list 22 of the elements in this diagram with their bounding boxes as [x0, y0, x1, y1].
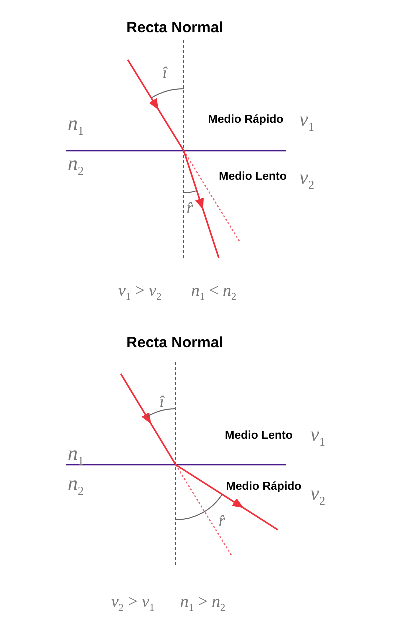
velocity-label: v$_{1}$: [300, 109, 314, 135]
velocity-label: v$_{2}$: [310, 483, 326, 509]
relation-label: v$_{2}$ > v$_{1}$: [111, 592, 155, 614]
angle-label: î: [160, 394, 164, 412]
angle-label: r̂: [186, 200, 194, 218]
heading: Recta Normal: [126, 20, 224, 36]
velocity-label: v$_{1}$: [310, 424, 326, 450]
relation-label: n$_{1}$ < n$_{2}$: [191, 280, 237, 304]
heading: Recta Normal: [126, 334, 224, 352]
index-label: n$_{1}$: [68, 443, 84, 469]
medium-label: Medio Lento: [225, 430, 293, 442]
angle-label: r̂: [218, 513, 226, 531]
medium-label: Medio Rápido: [226, 481, 302, 493]
index-label: n$_{1}$: [68, 113, 84, 139]
medium-label: Medio Lento: [219, 171, 287, 183]
relation-label: n$_{1}$ > n$_{2}$: [180, 592, 226, 614]
index-label: n$_{2}$: [68, 473, 84, 499]
medium-label: Medio Rápido: [208, 114, 284, 126]
velocity-label: v$_{2}$: [300, 167, 314, 193]
index-label: n$_{2}$: [68, 153, 84, 179]
angle-label: î: [162, 65, 168, 83]
relation-label: v$_{1}$ > v$_{2}$: [118, 280, 162, 304]
